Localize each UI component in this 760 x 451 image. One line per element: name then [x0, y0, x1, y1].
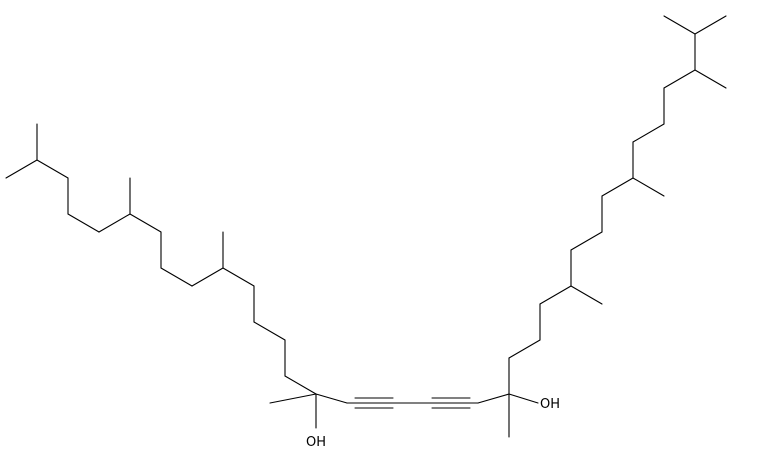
bond	[632, 177, 665, 197]
bond	[539, 285, 572, 305]
bond	[663, 69, 696, 89]
bond	[601, 177, 634, 197]
bond	[222, 267, 255, 287]
bond	[269, 393, 317, 404]
bond	[191, 267, 224, 287]
bond	[284, 375, 317, 395]
bond	[129, 213, 162, 233]
right-carbinol-center	[477, 393, 539, 438]
bond	[570, 231, 603, 251]
bond	[67, 213, 100, 233]
bond	[663, 15, 696, 35]
bond	[570, 285, 603, 305]
bond	[160, 267, 193, 287]
left-chain	[5, 123, 317, 395]
right-chain	[508, 15, 727, 395]
bond	[98, 213, 131, 233]
bond	[36, 159, 69, 179]
hydroxyl-label-left: OH	[306, 435, 326, 450]
left-carbinol-center	[269, 393, 348, 429]
bond	[5, 159, 38, 179]
bond	[508, 393, 539, 404]
bond	[315, 393, 348, 404]
bond	[694, 15, 727, 35]
bond	[253, 321, 286, 341]
bond	[632, 123, 665, 143]
bond	[508, 339, 541, 359]
diyne-linker	[346, 397, 479, 409]
bond	[694, 69, 727, 89]
hydroxyl-label-right: OH	[540, 397, 560, 412]
bond	[477, 393, 510, 404]
